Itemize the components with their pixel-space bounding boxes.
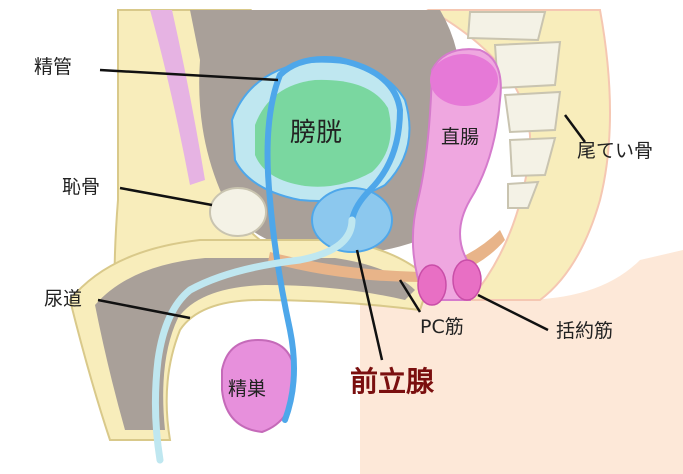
- label-urethra: 尿道: [44, 290, 82, 309]
- label-pubic-bone: 恥骨: [62, 178, 100, 197]
- label-pc-muscle: PC筋: [420, 318, 464, 337]
- label-bladder: 膀胱: [290, 120, 342, 146]
- label-rectum: 直腸: [441, 128, 479, 147]
- label-prostate: 前立腺: [350, 368, 434, 396]
- label-testis: 精巣: [228, 380, 266, 399]
- label-sphincter: 括約筋: [556, 322, 613, 341]
- rectum-upper: [430, 54, 498, 106]
- label-coccyx: 尾てい骨: [577, 142, 653, 161]
- label-vas-deferens: 精管: [34, 58, 72, 77]
- pubic-bone: [210, 188, 266, 236]
